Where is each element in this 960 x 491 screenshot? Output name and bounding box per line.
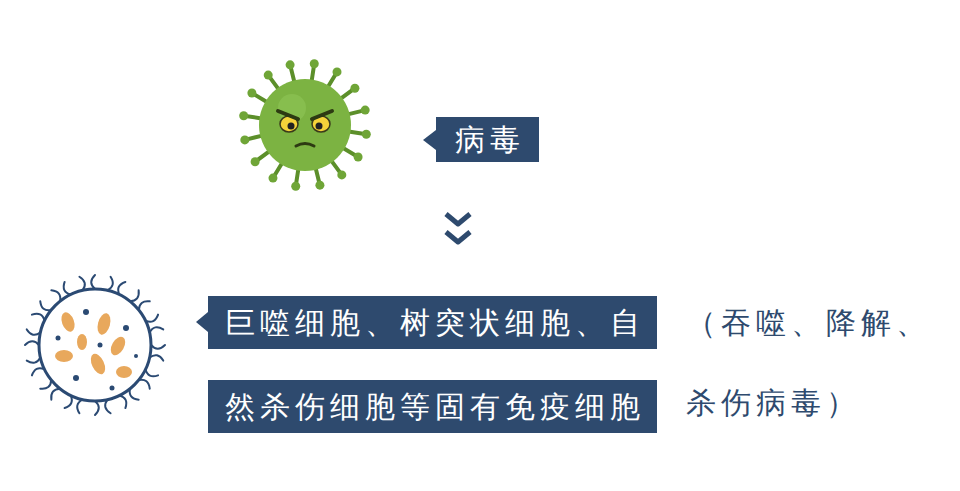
cell-dot <box>73 375 79 381</box>
down-chevron <box>446 214 470 224</box>
action-note: （吞噬、降解、杀伤病毒） <box>686 283 938 443</box>
virus-spike-tip <box>350 84 359 93</box>
cell-cilium <box>27 329 41 334</box>
cell-dot <box>98 343 103 348</box>
cell-cilium <box>77 400 82 414</box>
label-pointer <box>423 130 436 150</box>
cell-granule <box>77 334 87 350</box>
cell-membrane <box>39 289 151 401</box>
virus-spike-tip <box>362 130 371 139</box>
cell-cilium <box>105 400 110 414</box>
cell-dot <box>134 354 138 358</box>
virus-spike-tip <box>291 182 300 191</box>
virus-pupil <box>316 123 323 130</box>
cell-cilium <box>145 315 158 322</box>
cell-cilium <box>64 282 71 295</box>
cell-label-box: 巨噬细胞、树突状细胞、自然杀伤细胞等固有免疫细胞 <box>208 283 668 451</box>
virus-spike-tip <box>264 71 273 80</box>
cell-granule <box>55 350 73 362</box>
virus-mouth <box>296 144 314 147</box>
cell-cilium <box>32 314 45 321</box>
cell-dot <box>110 386 115 391</box>
cell-cilia <box>25 275 165 415</box>
cell-cilium <box>139 380 150 389</box>
cell-dot <box>123 325 129 331</box>
cell-granule <box>116 366 132 378</box>
virus-spike-tip <box>337 170 346 179</box>
cell-cilium <box>51 389 60 400</box>
cell-cilium <box>107 277 112 291</box>
down-chevron <box>446 232 470 242</box>
virus-body <box>259 79 351 171</box>
virus-spike-tip <box>251 157 260 166</box>
virus-spike-tip <box>268 174 277 183</box>
cell-cilium <box>91 275 95 289</box>
cell-cilium <box>65 395 72 408</box>
cell-cilium <box>130 290 139 301</box>
cell-cilium <box>150 355 164 360</box>
virus-spike-tip <box>315 181 324 190</box>
cell-dot <box>56 336 61 341</box>
virus-brow <box>312 111 332 119</box>
virus-spike-tip <box>333 67 342 76</box>
virus-spike-tip <box>239 111 248 120</box>
virus-spike-tip <box>247 88 256 97</box>
cell-cilium <box>150 327 164 332</box>
cell-cilium <box>130 389 139 400</box>
label-text: 巨噬细胞、树突状细胞、自然杀伤细胞等固有免疫细胞 <box>208 296 657 433</box>
virus-brow <box>278 111 298 119</box>
virus-spike-tip <box>310 59 319 68</box>
cell-cilium <box>151 345 165 349</box>
virus-spikes <box>239 59 371 191</box>
label-pointer <box>196 312 208 332</box>
label-text: 病毒 <box>436 117 539 162</box>
cell-dot <box>83 309 89 315</box>
virus-illustration <box>239 59 371 191</box>
virus-spike-tip <box>240 135 249 144</box>
cell-cilium <box>95 401 99 415</box>
cell-cilium <box>40 380 51 389</box>
cell-granule <box>108 334 128 357</box>
virus-pupil <box>288 123 295 130</box>
virus-label-box: 病毒 <box>436 117 539 168</box>
cell-cilium <box>119 395 126 408</box>
cell-cilium <box>32 368 45 375</box>
virus-spike-tip <box>354 153 363 162</box>
cell-granule <box>59 311 77 334</box>
cell-cilium <box>118 282 125 295</box>
cell-granule <box>88 351 108 376</box>
cell-granule <box>95 312 112 336</box>
cell-cilium <box>27 357 41 362</box>
virus-spike-tip <box>286 60 295 69</box>
virus-spike-tip <box>361 106 370 115</box>
cell-cilium <box>145 369 158 376</box>
cell-illustration <box>25 275 165 415</box>
cell-cilium <box>25 341 39 345</box>
cell-cilium <box>79 277 84 291</box>
cell-cilium <box>139 301 150 310</box>
cell-cilium <box>51 290 60 301</box>
cell-cilium <box>40 301 51 310</box>
